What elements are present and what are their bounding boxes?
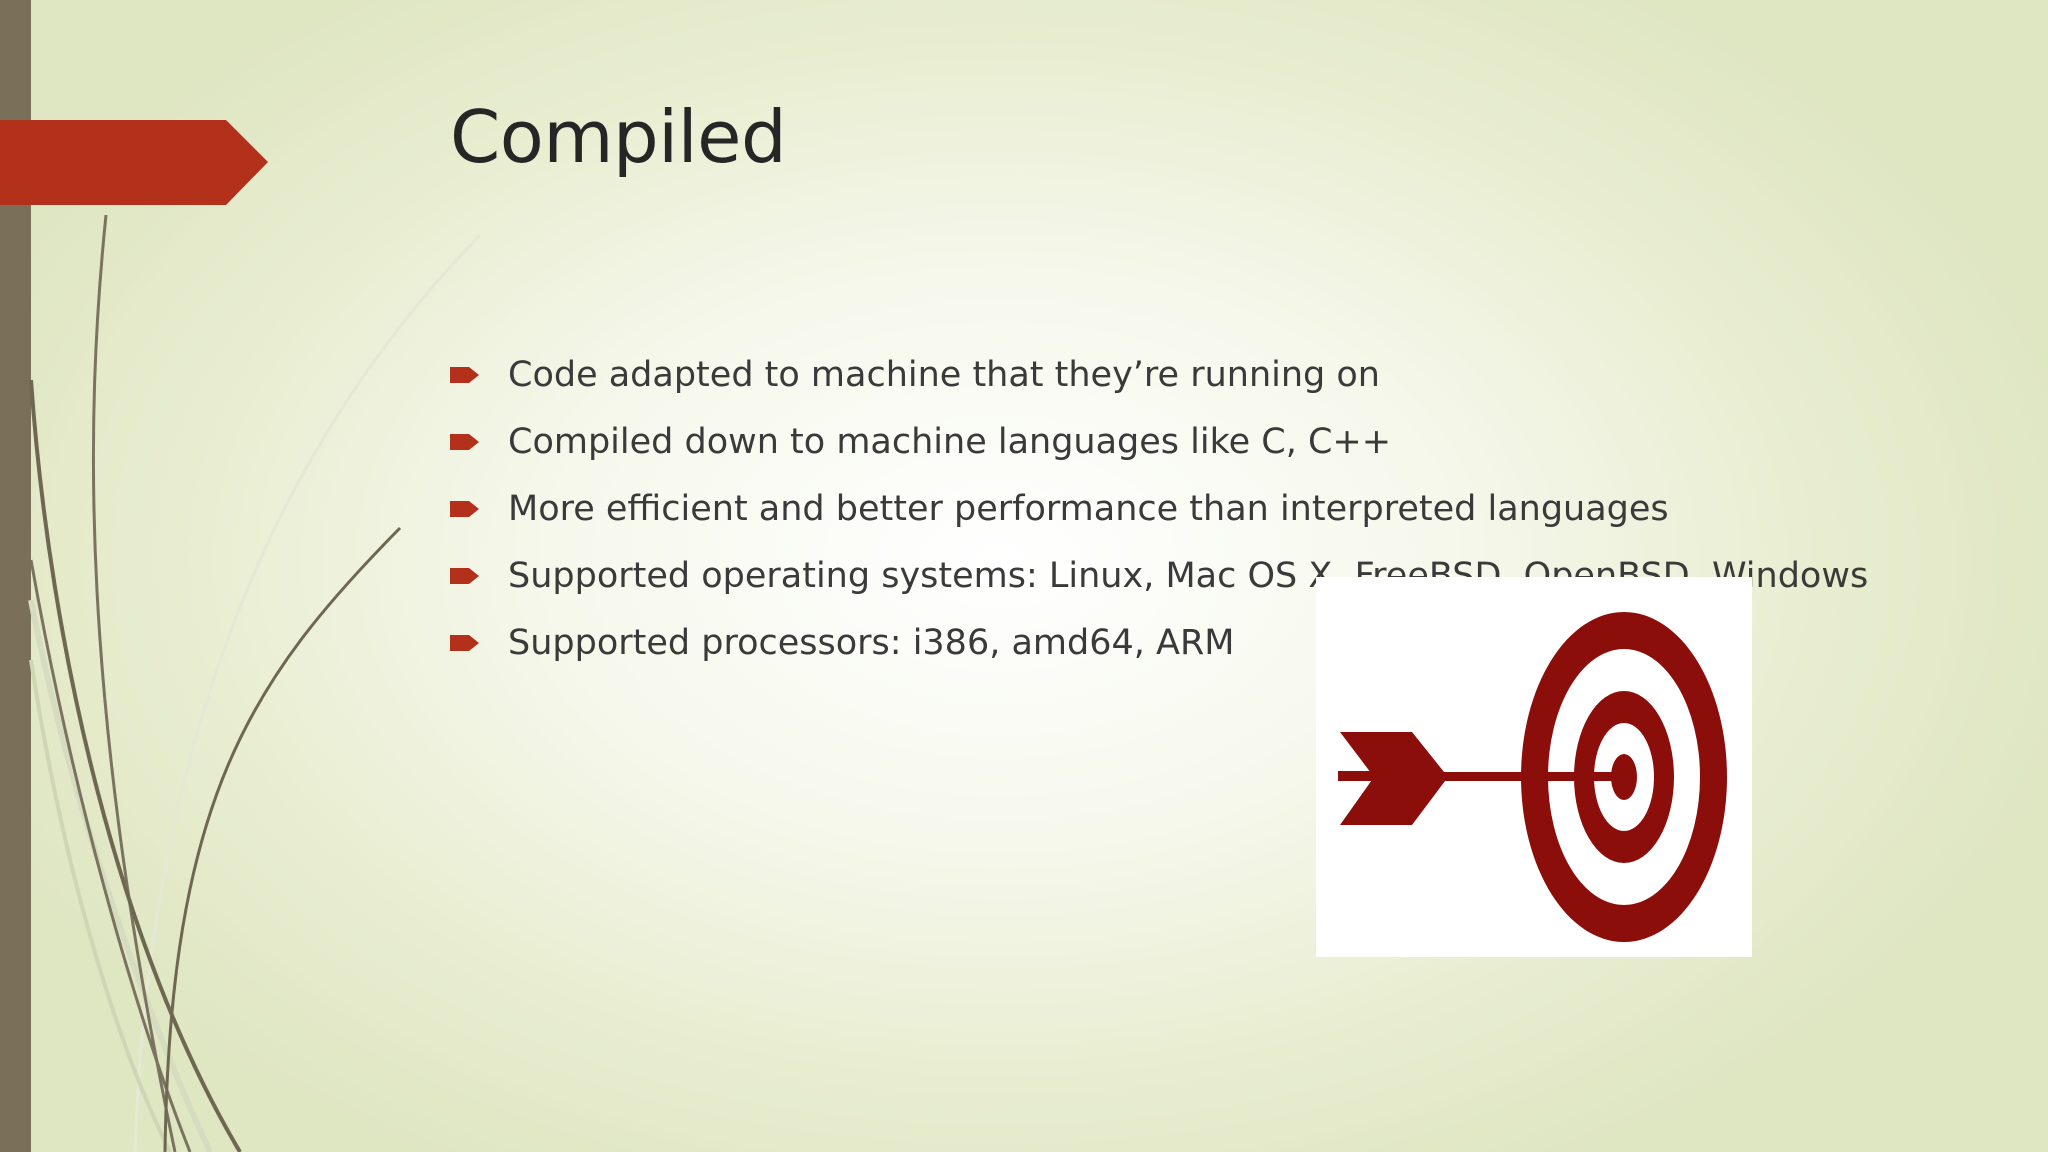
bullet-item: Compiled down to machine languages like … <box>450 419 1910 465</box>
bullet-arrow-icon <box>450 501 479 517</box>
swoosh-line <box>29 659 172 1152</box>
slide-title: Compiled <box>450 95 787 179</box>
bullet-text: Compiled down to machine languages like … <box>508 422 1392 462</box>
swoosh-line <box>29 379 242 1152</box>
arrow-target-image <box>1316 577 1752 957</box>
decorative-swooshes <box>0 120 482 1152</box>
swoosh-line <box>133 233 482 1152</box>
bullet-arrow-icon <box>450 367 479 383</box>
bullet-list: Code adapted to machine that they’re run… <box>450 352 1910 687</box>
swoosh-line <box>28 599 213 1152</box>
swoosh-line <box>91 214 177 1152</box>
bullet-arrow-icon <box>450 635 479 651</box>
title-pointer-tab <box>0 120 268 205</box>
bullet-text: Supported processors: i386, amd64, ARM <box>508 623 1235 663</box>
bullet-text: More efficient and better performance th… <box>508 489 1669 529</box>
swoosh-line <box>163 526 402 1152</box>
bullet-item: Supported processors: i386, amd64, ARM <box>450 620 1910 666</box>
bullet-item: Code adapted to machine that they’re run… <box>450 352 1910 398</box>
bullet-arrow-icon <box>450 434 479 450</box>
swoosh-line <box>29 559 192 1152</box>
arrow-target-icon <box>1338 612 1727 942</box>
bullet-text: Code adapted to machine that they’re run… <box>508 355 1380 395</box>
bullet-arrow-icon <box>450 568 479 584</box>
bullet-item: More efficient and better performance th… <box>450 486 1910 532</box>
